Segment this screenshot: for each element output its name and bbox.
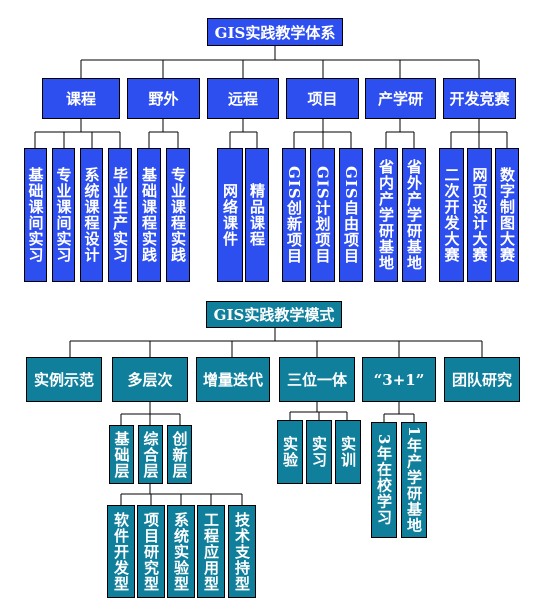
three-years-school: 3年在校学习 [371, 422, 397, 538]
sub-external-base: 省外产学研基地 [402, 148, 426, 282]
type-engineering-application: 工程应用型 [197, 505, 225, 598]
level-basic: 基础层 [109, 425, 134, 484]
category-field: 野外 [127, 78, 200, 119]
category-remote: 远程 [207, 78, 279, 119]
sub-secondary-dev-contest: 二次开发大赛 [439, 148, 464, 282]
sub-provincial-base: 省内产学研基地 [374, 148, 398, 282]
type-system-experiment: 系统实验型 [167, 505, 195, 598]
category-project: 项目 [286, 78, 359, 119]
type-software-dev: 软件开发型 [107, 505, 135, 598]
sub-gis-free-project: GIS自由项目 [339, 148, 363, 282]
trinity-training: 实训 [335, 420, 361, 484]
mode-incremental-iteration: 增量迭代 [196, 357, 270, 402]
one-year-base: 1年产学研基地 [401, 422, 427, 538]
trinity-experiment: 实验 [277, 420, 303, 484]
mode-three-plus-one: “3+1” [362, 357, 436, 402]
mode-trinity: 三位一体 [279, 357, 355, 402]
type-technical-support: 技术支持型 [228, 505, 256, 598]
level-innovation: 创新层 [167, 425, 192, 484]
category-dev-contest: 开发竞赛 [443, 78, 516, 119]
sub-network-courseware: 网络课件 [217, 148, 243, 282]
sub-gis-plan-project: GIS计划项目 [310, 148, 335, 282]
level-comprehensive: 综合层 [138, 425, 163, 484]
sub-gis-innovation-project: GIS创新项目 [282, 148, 306, 282]
mode-team-research: 团队研究 [444, 357, 520, 402]
sub-digital-cartography-contest: 数字制图大赛 [495, 148, 519, 282]
mode-multi-level: 多层次 [112, 357, 188, 402]
sub-graduation-internship: 毕业生产实习 [108, 148, 132, 282]
category-course: 课程 [42, 78, 120, 119]
mode-example-demo: 实例示范 [26, 357, 102, 402]
sub-basic-field-practice: 基础课程实践 [137, 148, 161, 282]
sub-web-design-contest: 网页设计大赛 [467, 148, 492, 282]
category-industry-research: 产学研 [365, 78, 436, 119]
type-project-research: 项目研究型 [137, 505, 165, 598]
sub-system-course-design: 系统课程设计 [80, 148, 103, 282]
sub-basic-course-practice: 基础课间实习 [24, 148, 47, 282]
trinity-internship: 实习 [306, 420, 332, 484]
system-title: GIS实践教学体系 [207, 18, 343, 46]
mode-title: GIS实践教学模式 [206, 301, 342, 328]
sub-major-course-practice: 专业课间实习 [52, 148, 75, 282]
sub-quality-course: 精品课程 [245, 148, 269, 282]
sub-major-field-practice: 专业课程实践 [166, 148, 190, 282]
